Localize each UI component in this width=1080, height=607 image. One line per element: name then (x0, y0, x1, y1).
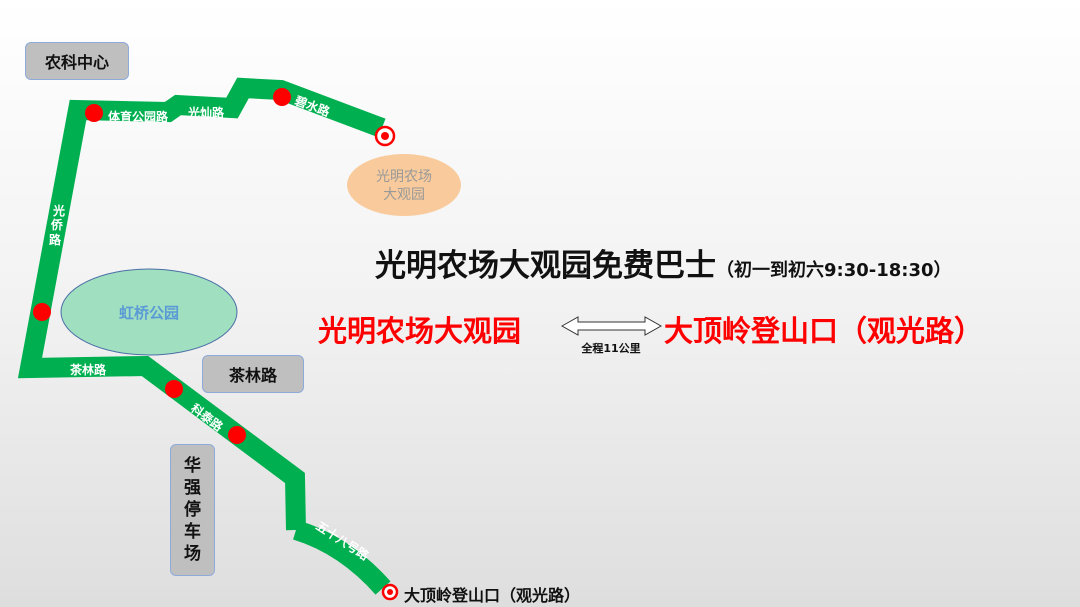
road-label-chalin: 茶林路 (69, 362, 107, 377)
bus-stop (33, 303, 51, 321)
landmark-chalin-road: 茶林路 (202, 355, 304, 393)
bus-stop (228, 426, 246, 444)
title-schedule: （初一到初六9:30-18:30） (716, 260, 952, 281)
terminal-marker-farm (374, 125, 396, 147)
huaqiang-char: 场 (184, 544, 201, 564)
road-label-guangqiao-3: 路 (49, 232, 62, 247)
terminal-label: 大顶岭登山口（观光路） (404, 586, 581, 605)
farm-label-line1: 光明农场 (376, 169, 432, 185)
double-arrow-icon (560, 316, 663, 336)
hongqiao-park-label: 虹桥公园 (119, 304, 179, 322)
route-from: 光明农场大观园 (318, 314, 522, 348)
route-distance: 全程11公里 (580, 341, 640, 355)
hongqiao-park-shape (60, 268, 238, 356)
road-label-guangcan: 光灿路 (187, 105, 225, 120)
page-title: 光明农场大观园免费巴士（初一到初六9:30-18:30） (375, 240, 952, 285)
huaqiang-char: 华 (184, 456, 201, 476)
road-label-guangqiao-1: 光 (52, 203, 65, 218)
terminal-marker-dadingling (381, 583, 399, 601)
bus-route-line (17, 77, 386, 531)
landmark-nongke-center: 农科中心 (25, 42, 129, 80)
bus-route-curve (292, 520, 391, 595)
huaqiang-char: 强 (184, 478, 201, 498)
huaqiang-char: 停 (184, 500, 201, 520)
title-main: 光明农场大观园免费巴士 (375, 248, 716, 284)
bus-stop (273, 88, 291, 106)
farm-label-line2: 大观园 (383, 187, 425, 203)
bus-stop (165, 380, 183, 398)
huaqiang-char: 车 (184, 522, 201, 542)
bus-stop (85, 104, 103, 122)
road-label-guangqiao-2: 侨 (50, 217, 64, 232)
landmark-huaqiang-parking: 华 强 停 车 场 (170, 444, 215, 576)
farm-shape (347, 154, 461, 216)
road-label-tiyu: 体育公园路 (108, 109, 169, 124)
route-to: 大顶岭登山口（观光路） (664, 314, 984, 348)
